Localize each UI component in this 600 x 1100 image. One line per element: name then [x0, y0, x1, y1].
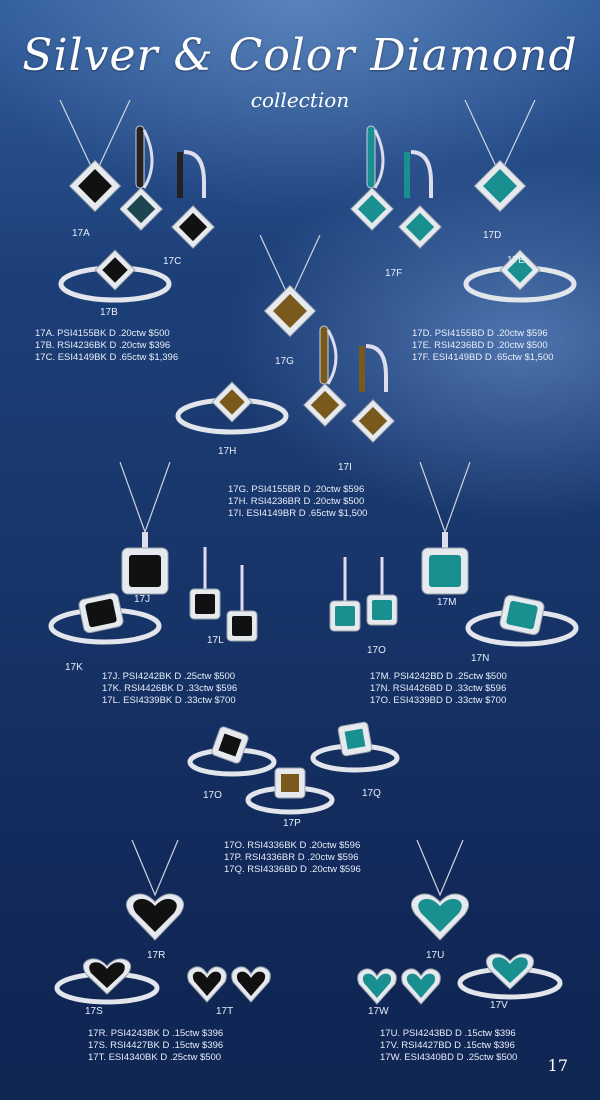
pendant-17u-image — [411, 840, 469, 941]
label-17c: 17C — [163, 256, 182, 267]
desc-line: 17J. PSI4242BK D .25ctw $500 — [102, 671, 236, 682]
label-17n: 17N — [471, 653, 490, 664]
desc-line: 17A. PSI4155BK D .20ctw $500 — [35, 328, 170, 339]
desc-line: 17F. ESI4149BD D .65ctw $1,500 — [412, 352, 554, 363]
earrings-17w-image — [357, 968, 441, 1005]
description-17o-17q: 17O. RSI4336BK D .20ctw $596 17P. RSI433… — [224, 840, 361, 876]
description-17r-17t: 17R. PSI4243BK D .15ctw $396 17S. RSI442… — [88, 1028, 223, 1064]
pendant-17g-image — [259, 235, 321, 338]
ring-17n-image — [465, 594, 579, 647]
description-17d-17f: 17D. PSI4155BD D .20ctw $596 17E. RSI423… — [412, 328, 554, 364]
pendant-17m-image — [419, 462, 471, 595]
pendant-17j-image — [119, 462, 171, 595]
description-17g-17i: 17G. PSI4155BR D .20ctw $596 17H. RSI423… — [228, 484, 367, 520]
desc-line: 17B. RSI4236BK D .20ctw $396 — [35, 340, 171, 351]
description-17u-17w: 17U. PSI4243BD D .15ctw $396 17V. RSI442… — [380, 1028, 517, 1064]
desc-line: 17G. PSI4155BR D .20ctw $596 — [228, 484, 365, 495]
desc-line: 17M. PSI4242BD D .25ctw $500 — [370, 671, 507, 682]
desc-line: 17D. PSI4155BD D .20ctw $596 — [412, 328, 548, 339]
page-number: 17 — [547, 1056, 568, 1075]
label-17s: 17S — [85, 1006, 103, 1017]
earrings-17i-image — [303, 325, 395, 443]
desc-line: 17R. PSI4243BK D .15ctw $396 — [88, 1028, 224, 1039]
label-17w: 17W — [368, 1006, 389, 1017]
ring-17b-image — [58, 249, 172, 303]
ring-17s-image — [54, 958, 160, 1005]
description-17m-17o: 17M. PSI4242BD D .25ctw $500 17N. RSI442… — [370, 671, 507, 707]
desc-line: 17V. RSI4427BD D .15ctw $396 — [380, 1040, 515, 1051]
description-17a-17c: 17A. PSI4155BK D .20ctw $500 17B. RSI423… — [35, 328, 178, 364]
label-17b: 17B — [100, 307, 118, 318]
pendant-17r-image — [126, 840, 184, 941]
label-17l: 17L — [207, 635, 224, 646]
description-17j-17l: 17J. PSI4242BK D .25ctw $500 17K. RSI442… — [102, 671, 237, 707]
label-17p: 17P — [283, 818, 301, 829]
ring-17e-image — [463, 249, 577, 303]
label-17f: 17F — [385, 268, 403, 279]
ring-17p-image — [245, 767, 335, 815]
label-17q: 17Q — [362, 788, 381, 799]
label-17g: 17G — [275, 356, 294, 367]
desc-line: 17O. ESI4339BD D .33ctw $700 — [370, 695, 507, 706]
label-17d: 17D — [483, 230, 502, 241]
desc-line: 17S. RSI4427BK D .15ctw $396 — [88, 1040, 224, 1051]
label-17m: 17M — [437, 597, 457, 608]
earrings-17t-image — [187, 966, 271, 1003]
ring-17h-image — [175, 381, 289, 435]
ring-17o-image — [187, 726, 277, 777]
desc-line: 17I. ESI4149BR D .65ctw $1,500 — [228, 508, 368, 519]
ring-17v-image — [457, 953, 563, 1000]
label-17u: 17U — [426, 950, 445, 961]
page-subtitle: collection — [250, 88, 350, 112]
pendant-17a-image — [59, 100, 131, 213]
desc-line: 17K. RSI4426BK D .33ctw $596 — [102, 683, 238, 694]
label-17o-ring: 17O — [203, 790, 222, 801]
label-17j: 17J — [134, 594, 151, 605]
desc-line: 17L. ESI4339BK D .33ctw $700 — [102, 695, 236, 706]
desc-line: 17C. ESI4149BK D .65ctw $1,396 — [35, 352, 179, 363]
label-17r: 17R — [147, 950, 166, 961]
ring-17k-image — [48, 592, 162, 645]
earrings-17o-image — [329, 556, 398, 632]
ring-17q-image — [310, 721, 400, 773]
desc-line: 17W. ESI4340BD D .25ctw $500 — [380, 1052, 518, 1063]
desc-line: 17H. RSI4236BR D .20ctw $500 — [228, 496, 365, 507]
earrings-17c-image — [120, 125, 215, 249]
earrings-17l-image — [189, 546, 258, 642]
label-17h: 17H — [218, 446, 237, 457]
earrings-17f-image — [350, 125, 442, 249]
pendant-17d-image — [464, 100, 536, 213]
label-17k: 17K — [65, 662, 83, 673]
desc-line: 17O. RSI4336BK D .20ctw $596 — [224, 840, 361, 851]
label-17a: 17A — [72, 228, 90, 239]
label-17v: 17V — [490, 1000, 508, 1011]
label-17i: 17I — [338, 462, 352, 473]
desc-line: 17E. RSI4236BD D .20ctw $500 — [412, 340, 548, 351]
desc-line: 17Q. RSI4336BD D .20ctw $596 — [224, 864, 361, 875]
desc-line: 17P. RSI4336BR D .20ctw $596 — [224, 852, 359, 863]
page-title: Silver & Color Diamond — [22, 30, 578, 81]
desc-line: 17U. PSI4243BD D .15ctw $396 — [380, 1028, 516, 1039]
label-17t: 17T — [216, 1006, 234, 1017]
label-17o-earrings: 17O — [367, 645, 386, 656]
desc-line: 17T. ESI4340BK D .25ctw $500 — [88, 1052, 222, 1063]
desc-line: 17N. RSI4426BD D .33ctw $596 — [370, 683, 507, 694]
label-17e: 17E — [507, 255, 525, 266]
